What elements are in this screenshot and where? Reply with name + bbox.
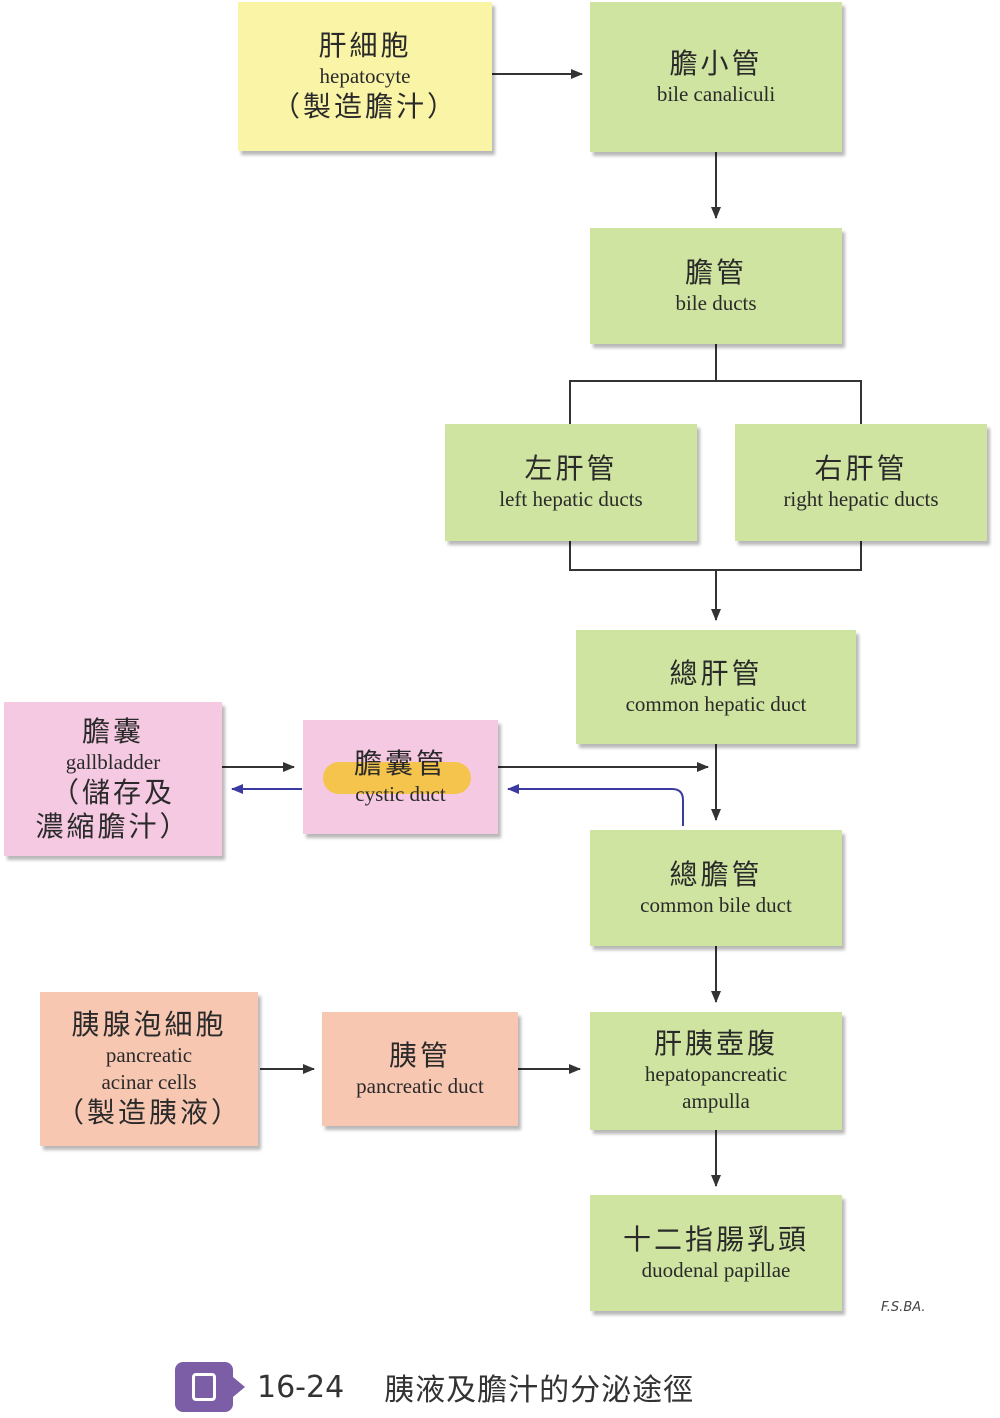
right-hepatic-zh: 右肝管 bbox=[814, 452, 908, 485]
ampulla-en-1: hepatopancreatic bbox=[644, 1062, 788, 1086]
common-bile-box: 總膽管 common bile duct bbox=[590, 830, 842, 946]
merge-hepatic-ducts bbox=[569, 541, 862, 571]
split-bile-ducts bbox=[569, 344, 717, 424]
split-bile-ducts-right bbox=[716, 380, 862, 424]
left-hepatic-box: 左肝管 left hepatic ducts bbox=[445, 424, 697, 541]
gallbladder-en: gallbladder bbox=[65, 749, 161, 774]
cystic-duct-box: 膽囊管 cystic duct bbox=[303, 720, 498, 834]
acinar-en-1: pancreatic bbox=[105, 1043, 193, 1067]
common-bile-zh: 總膽管 bbox=[669, 857, 763, 891]
figure-caption: 16-24 胰液及膽汁的分泌途徑 bbox=[175, 1362, 694, 1412]
pancreatic-duct-en: pancreatic duct bbox=[356, 1073, 484, 1098]
bile-canaliculi-zh: 膽小管 bbox=[669, 46, 763, 80]
figure-icon bbox=[175, 1362, 245, 1412]
cystic-duct-highlight bbox=[323, 762, 471, 794]
hepatocyte-zh: 肝細胞 bbox=[318, 29, 412, 62]
duodenal-papillae-box: 十二指腸乳頭 duodenal papillae bbox=[590, 1195, 842, 1311]
gallbladder-zh: 膽囊 bbox=[81, 714, 144, 748]
ampulla-en-2: ampulla bbox=[682, 1089, 750, 1113]
gallbladder-note-2: 濃縮膽汁） bbox=[35, 809, 191, 843]
left-hepatic-zh: 左肝管 bbox=[524, 452, 618, 485]
hepatocyte-note: （製造膽汁） bbox=[271, 90, 458, 123]
bile-canaliculi-en: bile canaliculi bbox=[656, 81, 776, 106]
acinar-zh: 胰腺泡細胞 bbox=[71, 1008, 227, 1041]
gallbladder-box: 膽囊 gallbladder （儲存及 濃縮膽汁） bbox=[4, 702, 222, 856]
common-hepatic-en: common hepatic duct bbox=[625, 691, 807, 716]
hepatocyte-box: 肝細胞 hepatocyte （製造膽汁） bbox=[238, 2, 492, 151]
bile-ducts-zh: 膽管 bbox=[684, 255, 747, 289]
papillae-en: duodenal papillae bbox=[641, 1257, 791, 1282]
figure-title: 胰液及膽汁的分泌途徑 bbox=[384, 1373, 695, 1408]
common-hepatic-zh: 總肝管 bbox=[669, 656, 763, 690]
papillae-zh: 十二指腸乳頭 bbox=[622, 1222, 809, 1256]
bile-ducts-box: 膽管 bile ducts bbox=[590, 228, 842, 344]
common-hepatic-box: 總肝管 common hepatic duct bbox=[576, 630, 856, 744]
ampulla-zh: 肝胰壺腹 bbox=[653, 1027, 778, 1060]
acinar-en-2: acinar cells bbox=[101, 1070, 197, 1094]
pancreatic-duct-box: 胰管 pancreatic duct bbox=[322, 1012, 518, 1126]
artist-signature: F.S.BA. bbox=[881, 1300, 926, 1315]
gallbladder-note-1: （儲存及 bbox=[50, 775, 175, 809]
right-hepatic-box: 右肝管 right hepatic ducts bbox=[735, 424, 987, 541]
left-hepatic-en: left hepatic ducts bbox=[499, 487, 643, 511]
blue-arrow-main-to-cystic bbox=[507, 784, 684, 826]
right-hepatic-en: right hepatic ducts bbox=[783, 487, 939, 511]
bile-ducts-en: bile ducts bbox=[675, 290, 757, 315]
bile-canaliculi-box: 膽小管 bile canaliculi bbox=[590, 2, 842, 152]
acinar-cells-box: 胰腺泡細胞 pancreatic acinar cells （製造胰液） bbox=[40, 992, 258, 1146]
figure-number: 16-24 bbox=[257, 1369, 345, 1405]
ampulla-box: 肝胰壺腹 hepatopancreatic ampulla bbox=[590, 1012, 842, 1130]
pancreatic-duct-zh: 胰管 bbox=[388, 1038, 451, 1072]
figure-icon-frame bbox=[192, 1373, 216, 1401]
acinar-note: （製造胰液） bbox=[55, 1096, 242, 1129]
cystic-duct-zh: 膽囊管 bbox=[353, 746, 447, 780]
common-bile-en: common bile duct bbox=[640, 892, 792, 917]
hepatocyte-en: hepatocyte bbox=[319, 64, 411, 88]
cystic-duct-en: cystic duct bbox=[355, 781, 446, 806]
